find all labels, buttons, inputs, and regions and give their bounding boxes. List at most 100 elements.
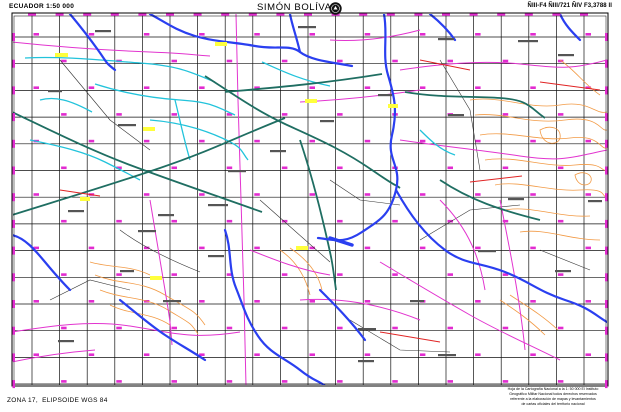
river-line (148, 14, 354, 68)
grid-label-marker (530, 300, 536, 303)
grid-label-marker (116, 113, 122, 116)
grid-label-marker (171, 273, 177, 276)
grid-label-marker (254, 353, 260, 356)
grid-label-marker (392, 380, 398, 383)
contour-line (94, 274, 206, 326)
grid-edge-label-top (304, 13, 312, 16)
grid-label-marker (447, 166, 453, 170)
label-highlight (305, 99, 317, 103)
trail-line (59, 59, 151, 151)
grid-label-marker (337, 380, 343, 383)
grid-label-marker (281, 113, 288, 116)
grid-edge-label-right (605, 326, 608, 335)
credits-line: Hoja de la Cartografía Nacional a la 1: … (507, 387, 599, 391)
grid-label-marker (585, 33, 591, 36)
grid-edge-label-right (605, 219, 608, 228)
label-highlight (215, 42, 227, 46)
grid-label-marker (33, 300, 39, 303)
grid-label-marker (33, 246, 39, 250)
grid-label-marker (88, 33, 95, 36)
place-label-mark (158, 214, 174, 217)
grid-label-marker (392, 273, 398, 276)
grid-label-marker (475, 139, 481, 143)
grid-label-marker (171, 166, 177, 170)
grid-label-marker (475, 193, 481, 196)
rivers (13, 14, 607, 385)
grid-edge-label-left (12, 219, 15, 228)
grid-edge-label-right (605, 380, 608, 389)
grid-edge-label-left (12, 246, 15, 255)
contour-line (89, 261, 151, 276)
grid-edge-label-left (12, 59, 15, 68)
grid-label-marker (530, 353, 536, 356)
grid-edge-label-right (605, 193, 608, 202)
trail-line (259, 199, 331, 263)
grid-edge-label-top (193, 13, 202, 16)
grid-label-marker (199, 246, 205, 250)
label-highlight (143, 127, 155, 131)
grid-label-marker (226, 273, 233, 276)
grid-edge-label-top (580, 13, 588, 16)
trail-line (539, 249, 591, 271)
place-label-mark (438, 38, 454, 41)
contour-line (109, 304, 171, 326)
grid-edge-label-top (442, 13, 450, 16)
grid-label-marker (447, 59, 453, 63)
map-content (13, 14, 607, 385)
credits-block: Hoja de la Cartografía Nacional a la 1: … (490, 387, 616, 407)
contour-line (494, 183, 607, 197)
grid-edge-label-right (605, 166, 608, 175)
contour-line (484, 158, 607, 171)
grid-label-marker (309, 33, 315, 36)
grid-label-marker (199, 33, 205, 36)
grid-label-marker (226, 380, 233, 383)
grid-label-marker (475, 353, 481, 356)
grid-label-marker (557, 380, 564, 383)
place-label-mark (320, 120, 334, 123)
contour-line (289, 247, 323, 291)
grid-label-marker (419, 353, 426, 356)
grid-label-marker (557, 219, 564, 223)
place-label-mark (48, 90, 62, 93)
grid-label-marker (392, 219, 398, 223)
grid-edge-label-top (276, 13, 285, 16)
place-label-mark (118, 124, 136, 127)
credits-line: Geográfico Militar Nacional todos derech… (509, 392, 597, 396)
stream-line (261, 61, 331, 87)
grid-label-marker (419, 33, 426, 36)
credits-line: referente a la elaboración de mapas y le… (510, 397, 596, 401)
grid-label-marker (171, 59, 177, 63)
grid-label-marker (557, 326, 564, 330)
red-track-line (539, 81, 601, 91)
grid-edge-label-left (12, 273, 15, 282)
grid-label-marker (530, 86, 536, 89)
main-roads (13, 73, 546, 291)
grid-label-marker (171, 380, 177, 383)
credits-line: de cartas oficiales del territorio nacio… (521, 402, 585, 406)
grid-edge-label-top (524, 13, 533, 16)
grid-edge-label-top (386, 13, 395, 16)
grid-label-marker (61, 59, 67, 63)
secondary-road-line (399, 59, 607, 71)
contour-line (474, 114, 607, 131)
grid-edge-label-top (28, 13, 36, 16)
grid-label-marker (226, 113, 233, 116)
grid-label-marker (475, 300, 481, 303)
secondary-road-line (379, 261, 561, 361)
grid-label-marker (502, 59, 509, 63)
stream-line (149, 119, 249, 161)
grid-edge-label-right (605, 113, 608, 122)
grid-label-marker (530, 139, 536, 143)
place-label-mark (163, 300, 181, 303)
grid-edge-label-left (12, 193, 15, 202)
grid-label-marker (309, 86, 315, 89)
grid-edge-label-left (12, 300, 15, 308)
place-label-mark (270, 150, 286, 153)
place-label-mark (558, 54, 574, 57)
grid-label-marker (199, 193, 205, 196)
place-label-mark (138, 230, 156, 233)
grid-label-marker (199, 86, 205, 89)
grid-edge-label-top (110, 13, 119, 16)
river-line (223, 228, 326, 385)
grid-label-marker (61, 273, 67, 276)
